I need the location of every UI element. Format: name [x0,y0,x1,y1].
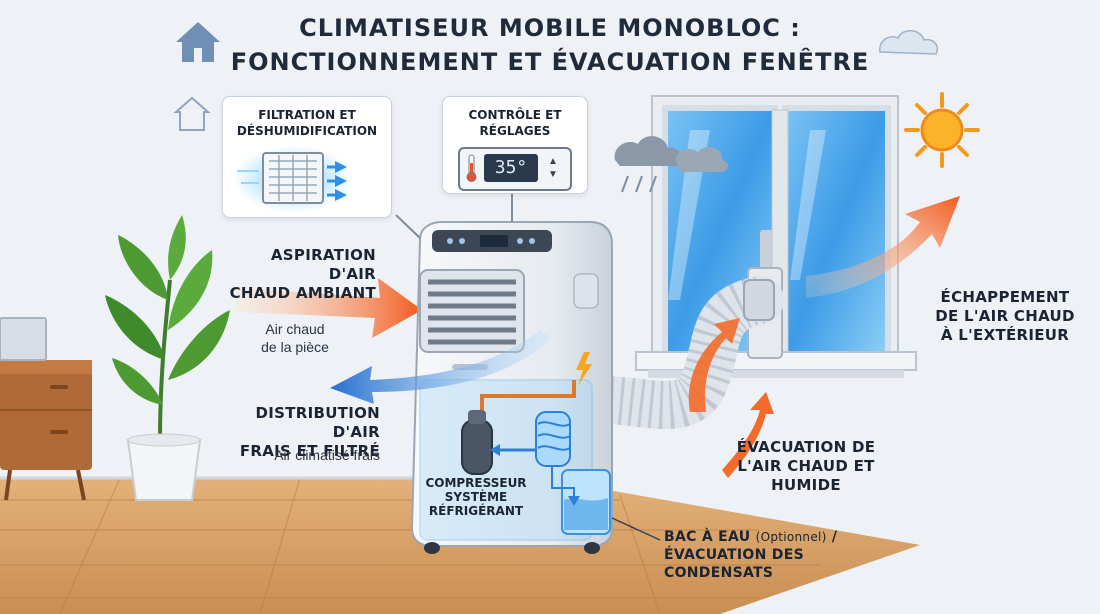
page-title-line2: FONCTIONNEMENT ET ÉVACUATION FENÊTRE [230,48,870,76]
lightning-icon [576,352,592,386]
filtration-title-line2: DÉSHUMIDIFICATION [236,124,378,138]
page-title-line1: CLIMATISEUR MOBILE MONOBLOC : [299,14,801,42]
plant-icon [105,215,230,501]
components-label: COMPRESSEUR SYSTÈME RÉFRIGÉRANT [425,476,527,518]
picture-frame [0,317,47,361]
exhaust-outside-label: ÉCHAPPEMENT DE L'AIR CHAUD À L'EXTÉRIEUR [935,288,1075,344]
house-icon [176,22,220,62]
sun-icon [904,92,980,168]
window [635,95,917,378]
distribution-sub: Air climatisé frais [274,447,380,463]
air-filter-icon [233,145,353,213]
house-icon [173,96,211,131]
water-tank-label: BAC À EAU (Optionnel) / ÉVACUATION DES C… [664,529,838,581]
intake-sub: Air chaud de la pièce [261,321,329,355]
compressor-icon [461,410,493,475]
filtration-title-line1: FILTRATION ET [258,108,356,122]
temperature-display: 35° [484,154,538,182]
control-title-line2: RÉGLAGES [479,124,551,138]
control-title-line1: CONTRÔLE ET [468,108,562,122]
control-card: CONTRÔLE ET RÉGLAGES 35° ▲▼ [442,96,588,194]
exhaust-hose-label: ÉVACUATION DE L'AIR CHAUD ET HUMIDE [736,438,876,494]
coil-icon [535,411,571,467]
filtration-card: FILTRATION ET DÉSHUMIDIFICATION [222,96,392,218]
exhaust-arrow-outside [806,196,960,298]
intake-title: ASPIRATION D'AIR CHAUD AMBIANT [229,246,376,302]
cloud-icon [879,30,938,55]
side-cabinet [0,360,92,501]
intake-arrow [236,278,422,338]
control-panel: 35° ▲▼ [458,147,572,191]
rain-cloud-icon [614,136,728,193]
distribution-title: DISTRIBUTION D'AIR FRAIS ET FILTRÉ [239,404,380,460]
thermometer-icon [466,154,477,182]
cold-air-arrow [330,330,552,404]
temp-buttons[interactable]: ▲▼ [548,156,558,180]
hose-arrow-up [688,318,740,412]
hose-arrow-right [722,392,774,478]
